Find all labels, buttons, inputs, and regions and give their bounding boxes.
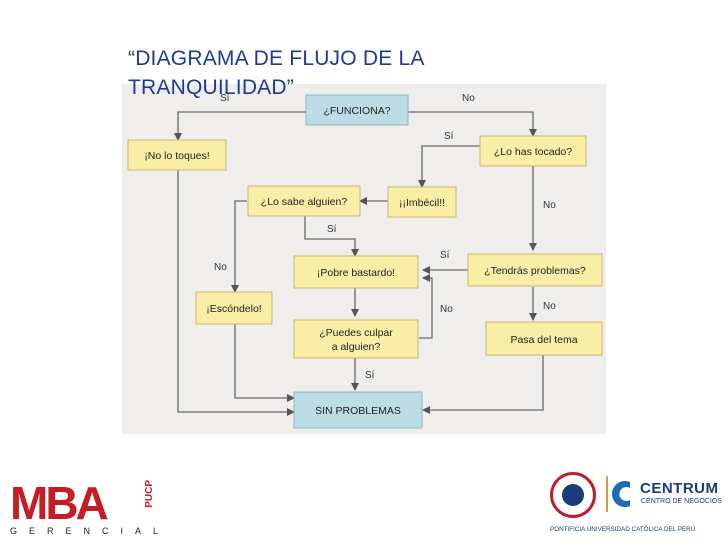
mba-logo-side-text: PUCP [144, 480, 155, 508]
mba-logo-letters: MBA [10, 477, 109, 529]
node-sin-problemas: SIN PROBLEMAS [293, 391, 423, 429]
edge-culpar-no [419, 274, 433, 339]
edge-funciona-si [174, 111, 306, 141]
edge-label-funciona-no: No [462, 93, 475, 104]
node-pasa-del-tema: Pasa del tema [485, 321, 603, 356]
edge-sabe-no [231, 200, 247, 293]
edge-label-sabe-no: No [214, 262, 227, 273]
centrum-name: CENTRUM [640, 480, 719, 497]
node-no-lo-toques: ¡No lo toques! [127, 139, 227, 171]
svg-text:¿Tendrás problemas?: ¿Tendrás problemas? [484, 265, 586, 277]
centrum-pucp-logo: CENTRUM CENTRO DE NEGOCIOS PONTIFICIA UN… [546, 470, 724, 540]
slide-title-line2: TRANQUILIDAD” [128, 76, 294, 99]
pucp-name: PONTIFICIA UNIVERSIDAD CATÓLICA DEL PERÚ [550, 526, 696, 533]
svg-text:¿FUNCIONA?: ¿FUNCIONA? [323, 105, 390, 117]
edge-label-tocado-si: Sí [444, 131, 454, 142]
node-tendras-problemas: ¿Tendrás problemas? [467, 253, 603, 287]
svg-text:¡No lo toques!: ¡No lo toques! [144, 150, 209, 162]
node-pobre-bastardo: ¡Pobre bastardo! [293, 255, 419, 289]
flowchart-connectors [174, 111, 544, 416]
edge-label-culpar-si: Sí [365, 370, 375, 381]
svg-text:¡¡Imbécil!!: ¡¡Imbécil!! [399, 197, 445, 209]
svg-text:¿Lo has tocado?: ¿Lo has tocado? [494, 146, 572, 158]
svg-text:¿Puedes culpar: ¿Puedes culpar [319, 327, 393, 339]
edge-pasa-sin [422, 355, 544, 414]
slide-title: “DIAGRAMA DE FLUJO DE LA TRANQUILIDAD” [128, 44, 548, 102]
svg-text:SIN PROBLEMAS: SIN PROBLEMAS [315, 405, 401, 417]
edge-label-tocado-no: No [543, 200, 556, 211]
svg-text:a alguien?: a alguien? [332, 341, 381, 353]
edge-label-funciona-si: Sí [220, 93, 230, 104]
node-escondelo: ¡Escóndelo! [195, 291, 273, 325]
edge-no-toques-sin [177, 170, 295, 416]
edge-label-sabe-si: Sí [327, 224, 337, 235]
centrum-subtitle: CENTRO DE NEGOCIOS [641, 498, 722, 505]
slide-title-line1: “DIAGRAMA DE FLUJO DE LA [128, 47, 425, 70]
edge-sabe-si [304, 215, 359, 257]
node-lo-sabe-alguien: ¿Lo sabe alguien? [247, 185, 361, 217]
mba-logo-subtitle: GERENCIAL [10, 526, 171, 536]
centrum-mark-icon [606, 476, 630, 512]
edge-label-tendras-si: Sí [440, 250, 450, 261]
edge-funciona-no [408, 111, 537, 137]
svg-text:¿Lo sabe alguien?: ¿Lo sabe alguien? [261, 196, 348, 208]
node-lo-has-tocado: ¿Lo has tocado? [479, 135, 587, 167]
edge-label-culpar-no: No [440, 304, 453, 315]
edge-label-tendras-no: No [543, 301, 556, 312]
pucp-seal-icon [550, 472, 596, 518]
edge-tocado-si [418, 145, 480, 188]
svg-text:¡Pobre bastardo!: ¡Pobre bastardo! [317, 267, 395, 279]
node-puedes-culpar: ¿Puedes culpar a alguien? [293, 319, 419, 359]
svg-text:Pasa del tema: Pasa del tema [510, 334, 577, 346]
mba-gerencial-logo: MBA GERENCIAL PUCP [10, 470, 170, 538]
node-imbecil: ¡¡Imbécil!! [387, 186, 457, 218]
svg-text:¡Escóndelo!: ¡Escóndelo! [206, 303, 261, 315]
flowchart: Sí No Sí No Sí No Sí No No Sí ¿FUNCIONA?… [127, 93, 603, 429]
node-funciona: ¿FUNCIONA? [305, 94, 409, 126]
edge-escondelo-sin [234, 324, 295, 402]
